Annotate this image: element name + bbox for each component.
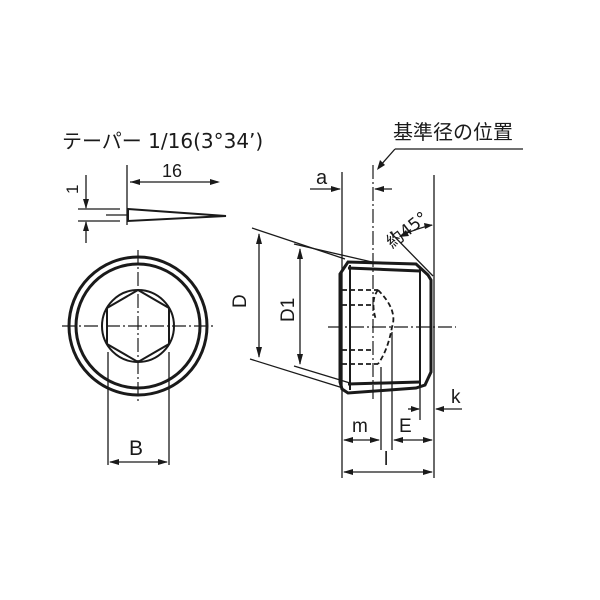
reference-note: 基準径の位置 xyxy=(377,120,523,170)
arrow-right-icon xyxy=(423,437,433,443)
arrow-up-icon xyxy=(83,221,89,231)
arrow-icon xyxy=(424,223,433,229)
rise-label: 1 xyxy=(63,185,82,194)
taper-length-label: 16 xyxy=(162,161,182,181)
d-extension-bottom xyxy=(249,358,344,389)
thread-bottom-line xyxy=(347,380,421,386)
arrow-right-icon xyxy=(210,179,220,185)
arrow-left-icon xyxy=(109,459,119,465)
plug-body-outline xyxy=(338,260,433,395)
arrow-left-icon xyxy=(393,437,403,443)
arrow-icon xyxy=(399,230,409,237)
d-extension-top xyxy=(251,227,346,260)
taper-note-text: テーパー 1/16(3°34’) xyxy=(62,129,263,153)
arrow-down-icon xyxy=(297,354,303,365)
hidden-socket-cone xyxy=(377,289,395,365)
leader-arrow-icon xyxy=(377,160,385,170)
dimension-l-label: l xyxy=(384,449,388,470)
side-view: a 約45° D D1 xyxy=(230,165,462,478)
arrow-up-icon xyxy=(256,233,262,244)
thread-top-line xyxy=(347,266,421,273)
arrow-right-icon xyxy=(158,459,168,465)
arrow-right-icon xyxy=(370,437,380,443)
dimension-e-label: E xyxy=(399,416,412,437)
arrow-up-icon xyxy=(297,248,303,259)
arrow-right-icon xyxy=(423,469,433,475)
dimension-b-label: B xyxy=(129,437,143,460)
end-view: B xyxy=(62,250,214,465)
dimension-k-label: k xyxy=(451,387,461,408)
dimension-a-label: a xyxy=(316,167,328,189)
arrow-left-icon xyxy=(343,469,353,475)
chamfer-extension xyxy=(389,231,434,277)
dimension-d-label: D xyxy=(230,294,251,308)
hidden-socket-cone-inner xyxy=(372,289,379,321)
taper-note: テーパー 1/16(3°34’) 16 1 xyxy=(62,129,263,243)
reference-note-text: 基準径の位置 xyxy=(393,120,513,144)
dimension-m-label: m xyxy=(352,416,368,437)
arrow-down-icon xyxy=(256,347,262,358)
arrow-left-icon xyxy=(374,186,384,192)
arrow-left-icon xyxy=(130,179,140,185)
taper-wedge xyxy=(127,207,227,223)
arrow-down-icon xyxy=(83,199,89,209)
arrow-right-icon xyxy=(411,406,420,412)
arrow-right-icon xyxy=(331,186,341,192)
arrow-left-icon xyxy=(343,437,353,443)
dimension-d1-label: D1 xyxy=(278,298,299,322)
d1-extension-top xyxy=(293,243,373,263)
angle-label: 約45° xyxy=(383,208,432,253)
arrow-left-icon xyxy=(435,406,444,412)
